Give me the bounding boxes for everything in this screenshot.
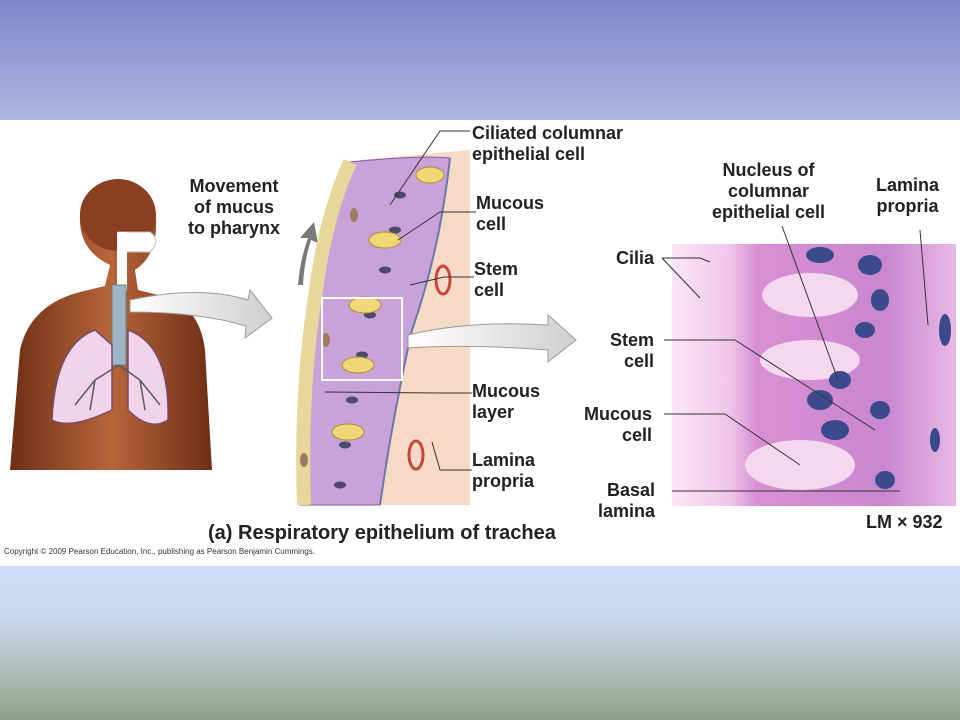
label-lamina-propria: Lamina propria bbox=[472, 450, 536, 491]
label-mucous-cell-micrograph: Mucous cell bbox=[584, 404, 653, 445]
label-ciliated-columnar-cell: Ciliated columnar epithelial cell bbox=[472, 123, 624, 164]
epithelium-section bbox=[296, 150, 470, 506]
label-nucleus-columnar-cell: Nucleus of columnar epithelial cell bbox=[712, 160, 826, 222]
micrograph bbox=[672, 244, 956, 506]
label-mucous-cell: Mucous cell bbox=[476, 193, 545, 234]
top-band bbox=[0, 0, 960, 120]
label-mucous-layer: Mucous layer bbox=[472, 381, 541, 422]
copyright-notice: Copyright © 2009 Pearson Education, Inc.… bbox=[4, 547, 315, 556]
leader-lines bbox=[324, 130, 929, 492]
label-movement-of-mucus: Movement of mucus to pharynx bbox=[188, 176, 281, 238]
zoom-box bbox=[321, 297, 403, 381]
movement-arrow bbox=[298, 222, 318, 285]
label-cilia: Cilia bbox=[616, 248, 655, 268]
zoom-arrow-right bbox=[407, 313, 577, 364]
zoom-arrow-left bbox=[129, 288, 273, 340]
bottom-band bbox=[0, 566, 960, 720]
label-basal-lamina: Basal lamina bbox=[598, 480, 656, 521]
label-lamina-propria-micrograph: Lamina propria bbox=[876, 175, 940, 216]
label-stem-cell: Stem cell bbox=[474, 259, 519, 300]
magnification-label: LM × 932 bbox=[866, 512, 943, 532]
label-stem-cell-micrograph: Stem cell bbox=[610, 330, 655, 371]
human-figure bbox=[10, 179, 212, 470]
figure-caption: (a) Respiratory epithelium of trachea bbox=[208, 522, 556, 544]
